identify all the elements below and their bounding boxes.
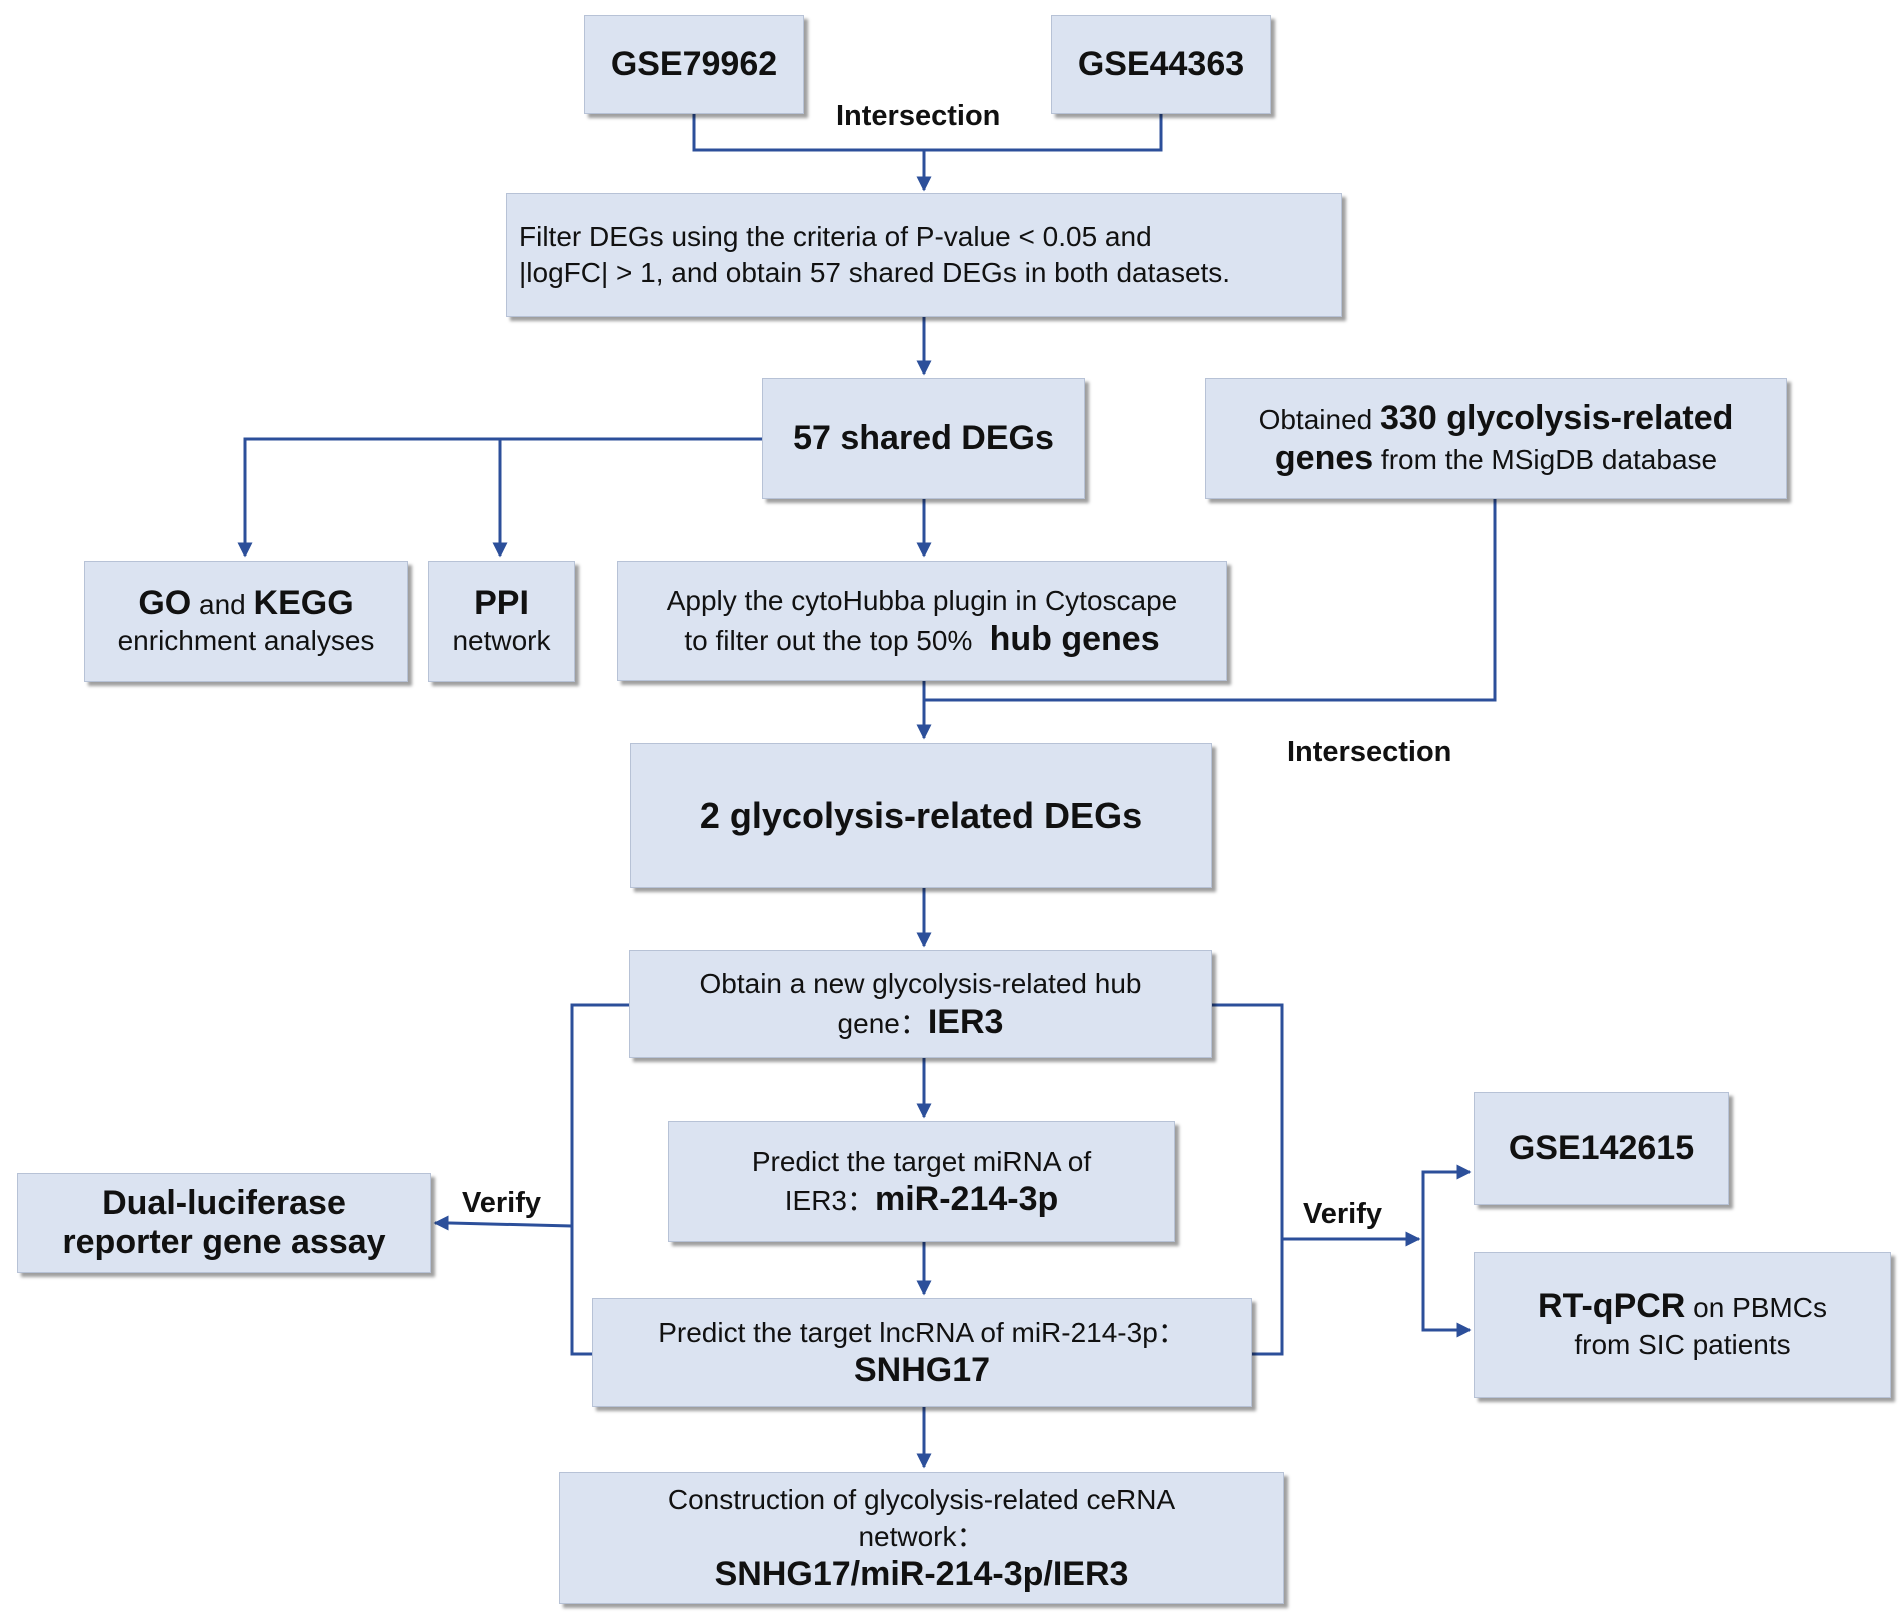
dataset-gse79962-box: GSE79962	[584, 15, 804, 114]
cytohubba-box: Apply the cytoHubba plugin in Cytoscape …	[617, 561, 1227, 681]
dual-luciferase-line1: Dual-luciferase	[102, 1184, 346, 1222]
ier3-hub-line1: Obtain a new glycolysis-related hub	[699, 968, 1142, 1000]
rtqpcr-label: RT-qPCR	[1538, 1287, 1686, 1326]
arrow-to-gse142615	[1421, 1164, 1472, 1239]
dataset-gse44363-label: GSE44363	[1077, 45, 1245, 83]
intersection-label-middle: Intersection	[1287, 736, 1452, 768]
verify-label-right: Verify	[1303, 1198, 1382, 1230]
intersection-label-top: Intersection	[836, 100, 1001, 132]
msigdb-text-obtained: Obtained	[1258, 404, 1380, 436]
connector-verify-right	[1212, 1003, 1284, 1356]
shared-degs-box: 57 shared DEGs	[762, 378, 1085, 499]
gse142615-label: GSE142615	[1508, 1129, 1695, 1167]
gse142615-box: GSE142615	[1474, 1092, 1729, 1205]
cerna-network-label: SNHG17/miR-214-3p/IER3	[714, 1554, 1129, 1593]
dataset-gse44363-box: GSE44363	[1051, 15, 1271, 114]
rtqpcr-pbmc-text: on PBMCs	[1685, 1292, 1827, 1324]
go-kegg-line2: enrichment analyses	[117, 625, 375, 656]
mirna-box: Predict the target miRNA of IER3：miR-214…	[668, 1121, 1175, 1242]
go-kegg-and: and	[191, 588, 254, 620]
arrow-verify-left	[433, 1215, 573, 1231]
verify-label-left: Verify	[462, 1187, 541, 1219]
glycolysis-degs-label: 2 glycolysis-related DEGs	[699, 794, 1143, 836]
go-kegg-line1: GO and KEGG	[138, 584, 353, 623]
cerna-line2: network：	[858, 1520, 985, 1552]
lncrna-label: SNHG17	[853, 1351, 991, 1390]
lncrna-box: Predict the target lncRNA of miR-214-3p：…	[592, 1298, 1252, 1407]
go-kegg-box: GO and KEGG enrichment analyses	[84, 561, 408, 682]
dataset-gse79962-label: GSE79962	[610, 45, 778, 83]
msigdb-text-count: 330 glycolysis-related	[1380, 399, 1734, 438]
connector-shared-branch	[237, 437, 762, 558]
filter-degs-line2: |logFC| > 1, and obtain 57 shared DEGs i…	[519, 257, 1231, 288]
msigdb-genes-box: Obtained 330 glycolysis-related genes fr…	[1205, 378, 1787, 499]
cytohubba-line2-text: to filter out the top 50%	[684, 624, 981, 656]
msigdb-line1: Obtained 330 glycolysis-related	[1259, 399, 1734, 438]
cerna-network-box: Construction of glycolysis-related ceRNA…	[559, 1472, 1284, 1604]
dual-luciferase-box: Dual-luciferase reporter gene assay	[17, 1173, 431, 1273]
ppi-network-box: PPI network	[428, 561, 575, 682]
hub-genes-label: hub genes	[980, 619, 1160, 658]
cytohubba-line2: to filter out the top 50% hub genes	[684, 620, 1159, 659]
msigdb-text-genes: genes	[1274, 438, 1374, 477]
connector-verify-left	[570, 1003, 629, 1356]
cytohubba-line1: Apply the cytoHubba plugin in Cytoscape	[666, 585, 1178, 617]
rtqpcr-box: RT-qPCR on PBMCs from SIC patients	[1474, 1252, 1891, 1398]
filter-degs-line1: Filter DEGs using the criteria of P-valu…	[519, 220, 1152, 252]
ier3-hub-line2: gene：IER3	[838, 1003, 1004, 1042]
go-label: GO	[138, 583, 192, 622]
rtqpcr-line1: RT-qPCR on PBMCs	[1538, 1287, 1827, 1326]
shared-degs-label: 57 shared DEGs	[793, 419, 1054, 457]
ier3-hub-gene-text: gene：	[837, 1007, 928, 1039]
mirna-line2: IER3：miR-214-3p	[785, 1180, 1059, 1219]
ier3-hub-box: Obtain a new glycolysis-related hub gene…	[629, 950, 1212, 1058]
dual-luciferase-line2: reporter gene assay	[62, 1223, 386, 1261]
msigdb-line2: genes from the MSigDB database	[1275, 439, 1717, 478]
msigdb-text-source: from the MSigDB database	[1373, 443, 1718, 475]
cerna-line1: Construction of glycolysis-related ceRNA	[667, 1484, 1176, 1516]
mirna-line1: Predict the target miRNA of	[751, 1145, 1092, 1177]
mirna-label: miR-214-3p	[874, 1180, 1059, 1218]
rtqpcr-line2: from SIC patients	[1574, 1328, 1791, 1360]
ier3-label: IER3	[927, 1002, 1004, 1041]
kegg-label: KEGG	[253, 583, 354, 622]
lncrna-line1: Predict the target lncRNA of miR-214-3p：	[658, 1316, 1186, 1348]
mirna-ier3-text: IER3：	[784, 1185, 875, 1216]
connector-gse-intersection	[692, 114, 1163, 152]
connector-msigdb	[924, 499, 1497, 702]
ppi-network-label: network	[452, 624, 551, 656]
filter-degs-box: Filter DEGs using the criteria of P-valu…	[506, 193, 1342, 317]
arrow-to-rtqpcr	[1421, 1239, 1472, 1338]
ppi-label: PPI	[474, 583, 529, 622]
glycolysis-degs-box: 2 glycolysis-related DEGs	[630, 743, 1212, 888]
